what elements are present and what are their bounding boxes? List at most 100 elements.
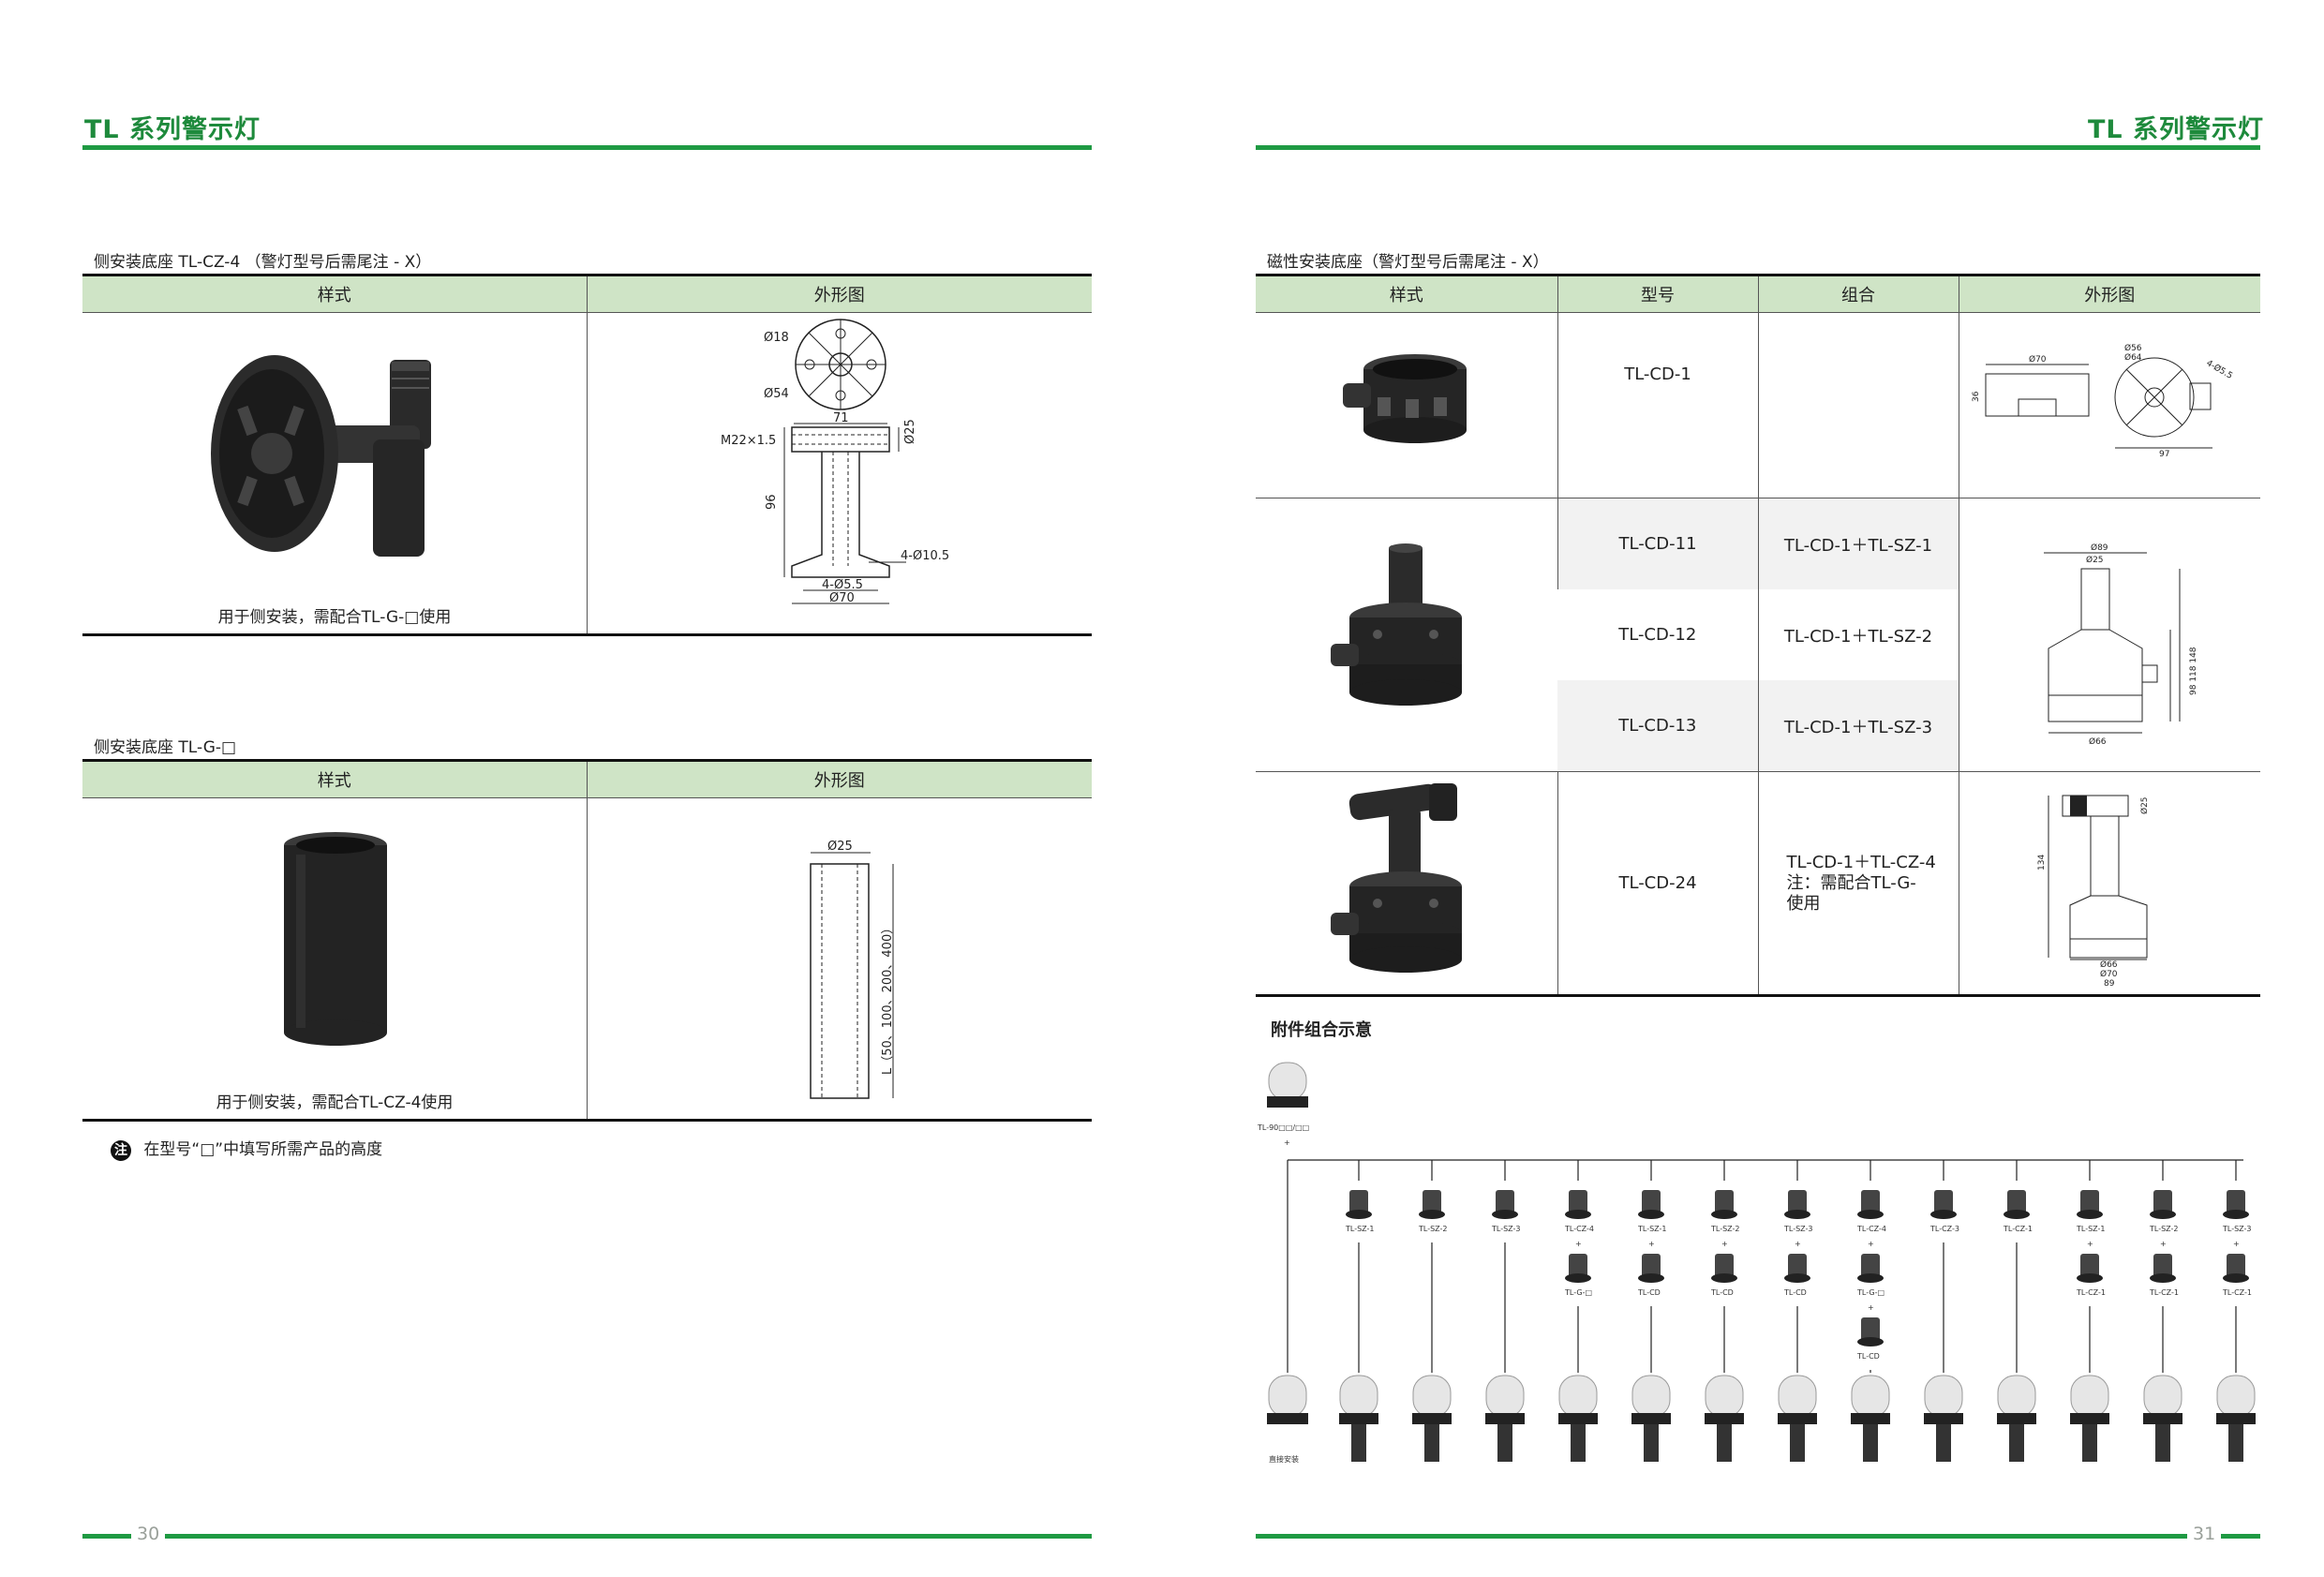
part-icon	[1642, 1254, 1661, 1278]
part-icon	[1788, 1254, 1807, 1278]
dim-m22: M22×1.5	[721, 434, 776, 448]
part-plus: +	[1575, 1240, 1582, 1248]
part-base-icon	[1565, 1210, 1591, 1219]
col-outline: 外形图	[1958, 274, 2260, 313]
part-label: TL-SZ-2	[1418, 1225, 1447, 1233]
part-base-icon	[1346, 1210, 1372, 1219]
assembled-lamp-icon	[1778, 1375, 1817, 1418]
assembled-mount-icon	[2082, 1424, 2097, 1462]
side-mount-base-drawing: Ø18 Ø54 71 M22×1.5 Ø25 96 4-Ø10.5 4-Ø5.5	[721, 319, 949, 605]
row-cd11-model: TL-CD-11	[1557, 498, 1758, 589]
right-footer-rule	[1256, 1534, 2260, 1539]
part-label: TL-SZ-1	[1637, 1225, 1666, 1233]
assembled-mount-icon	[1351, 1424, 1366, 1462]
part-plus: +	[2160, 1240, 2167, 1248]
part-label: TL-CZ-4	[1856, 1225, 1886, 1233]
part-icon	[1861, 1254, 1880, 1278]
right-header-title: TL 系列警示灯	[2088, 115, 2265, 144]
side-mount-base-photo	[211, 355, 431, 557]
assembled-lamp-base-icon	[2143, 1413, 2182, 1424]
row-cd24-style	[1256, 771, 1557, 997]
row-cd11-style	[1256, 498, 1557, 772]
assembled-mount-icon	[1863, 1424, 1878, 1462]
assembled-mount-icon	[1424, 1424, 1439, 1462]
dim-d18: Ø18	[764, 331, 789, 345]
part-base-icon	[2223, 1210, 2249, 1219]
assembled-lamp-icon	[2216, 1375, 2256, 1418]
assembled-mount-icon	[1717, 1424, 1732, 1462]
part-base-icon	[2150, 1210, 2176, 1219]
assembled-mount-icon	[1644, 1424, 1659, 1462]
part-icon	[2153, 1254, 2172, 1278]
part-label: TL-CZ-1	[2149, 1288, 2179, 1297]
part-base-icon	[1638, 1273, 1664, 1283]
left-footer-rule	[82, 1534, 1092, 1539]
row-cd1-combo	[1757, 312, 1959, 498]
right-header-rule	[1256, 145, 2260, 150]
part-icon	[2080, 1190, 2099, 1214]
dim-length: L（50、100、200、400）	[881, 922, 895, 1075]
part-plus: +	[2087, 1240, 2093, 1248]
part-plus: +	[2233, 1240, 2240, 1248]
assembled-lamp-base-icon	[1924, 1413, 1963, 1424]
cd11-heights: 98 118 148	[2189, 647, 2198, 695]
assembled-lamp-base-icon	[1558, 1413, 1598, 1424]
direct-lamp-base-icon	[1267, 1413, 1308, 1424]
assembled-lamp-icon	[1412, 1375, 1452, 1418]
section2-caption: 侧安装底座 TL-G-□	[94, 738, 237, 757]
row-cd12-model: TL-CD-12	[1618, 625, 1697, 645]
cd11-d89: Ø89	[2091, 543, 2108, 553]
part-icon	[1569, 1254, 1587, 1278]
section2-table: 样式 外形图 用于侧安装，需配合TL-CZ-4使用 Ø25 L（50、100、2…	[82, 759, 1092, 1122]
col-combo: 组合	[1757, 274, 1959, 313]
row-cd1-style	[1256, 312, 1557, 498]
part-base-icon	[1784, 1273, 1810, 1283]
part-label: TL-CZ-4	[1564, 1225, 1594, 1233]
assembled-mount-icon	[2009, 1424, 2024, 1462]
part-icon	[1788, 1190, 1807, 1214]
row-cd11-combo: TL-CD-1＋TL-SZ-1	[1757, 498, 1959, 589]
cd24-d25: Ø25	[2139, 796, 2150, 814]
part-label: TL-CD	[1856, 1352, 1880, 1361]
part-base-icon	[1930, 1210, 1957, 1219]
section2-col-outline: 外形图	[586, 759, 1092, 798]
dim-w71: 71	[833, 411, 849, 425]
direct-lamp-icon	[1268, 1375, 1307, 1418]
section1-table: 样式 外形图 用于侧安装，需配合TL-G-□使用	[82, 274, 1092, 636]
part-base-icon	[1492, 1210, 1518, 1219]
assembled-lamp-base-icon	[1997, 1413, 2036, 1424]
tube-drawing: Ø25 L（50、100、200、400）	[809, 840, 895, 1099]
assembled-mount-icon	[2155, 1424, 2170, 1462]
part-plus: +	[1721, 1240, 1728, 1248]
lamp-plus: +	[1284, 1138, 1290, 1147]
note-mark: 注	[111, 1140, 131, 1161]
part-icon	[1496, 1190, 1514, 1214]
part-plus: +	[1795, 1240, 1801, 1248]
part-label: TL-CD	[1710, 1288, 1734, 1297]
col-model: 型号	[1557, 274, 1758, 313]
cd24-drawing: Ø25 134 Ø66 Ø70 89	[2037, 795, 2150, 989]
assembled-lamp-icon	[1485, 1375, 1525, 1418]
dim-hole55: 4-Ø5.5	[822, 578, 863, 592]
part-plus: +	[1648, 1240, 1655, 1248]
assembled-lamp-icon	[2143, 1375, 2182, 1418]
part-icon	[2227, 1190, 2245, 1214]
part-label: TL-CZ-3	[1929, 1225, 1959, 1233]
cd1-drawing: Ø70 36 Ø56 Ø64 4-Ø5.5 97	[1972, 343, 2234, 459]
cd1-d64: Ø64	[2124, 352, 2142, 363]
part-icon	[1423, 1190, 1441, 1214]
row-cd13-combo: TL-CD-1＋TL-SZ-3	[1757, 680, 1959, 772]
assembled-lamp-base-icon	[2216, 1413, 2256, 1424]
lamp-model-label: TL-90□□/□□	[1257, 1123, 1309, 1132]
part-base-icon	[1857, 1273, 1884, 1283]
part-base-icon	[2004, 1210, 2030, 1219]
assembled-mount-icon	[1497, 1424, 1512, 1462]
cd24-photo	[1331, 783, 1462, 973]
section1-usage: 用于侧安装，需配合TL-G-□使用	[217, 608, 452, 627]
row-cd11-outline: Ø89 Ø25 98 118 148 Ø66	[1958, 498, 2260, 772]
cd1-d70: Ø70	[2029, 354, 2047, 364]
magnetic-base-table: 样式 型号 组合 外形图 TL-CD-1 Ø70	[1256, 274, 2260, 997]
section1-caption: 侧安装底座 TL-CZ-4 （警灯型号后需尾注 - X）	[94, 253, 432, 272]
part-base-icon	[2077, 1273, 2103, 1283]
part-label: TL-SZ-3	[2222, 1225, 2251, 1233]
